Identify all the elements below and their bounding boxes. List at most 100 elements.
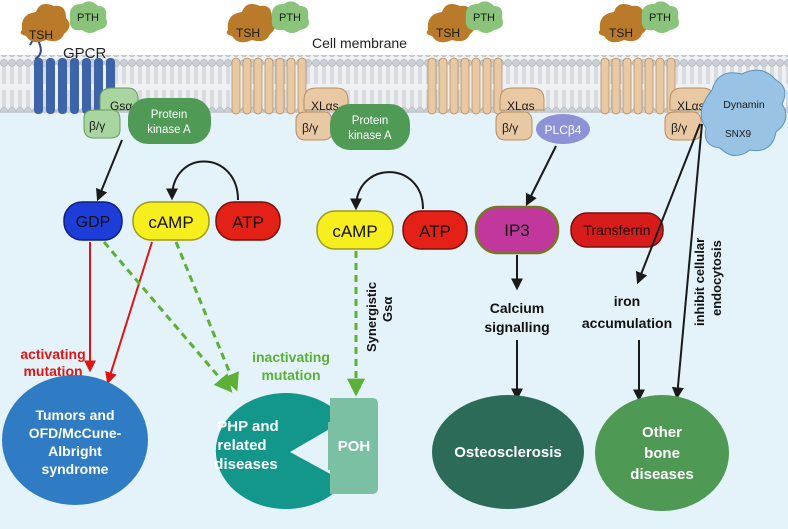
arrow-plc-to-ip3 (525, 145, 557, 207)
tumors-label-line2: OFD/McCune- (29, 425, 122, 441)
arrow-gs-to-gdp (96, 139, 123, 202)
arrow-gdp-to-php (102, 241, 233, 393)
gdp-node (63, 201, 123, 241)
beta-gamma-subunit-3 (495, 111, 533, 141)
pth-ligand-3 (465, 1, 503, 33)
pth-ligand-1 (69, 1, 107, 33)
tsh-label-4: TSH (609, 26, 633, 40)
synergistic-label: Synergistic Gsα (364, 282, 395, 352)
gs-alpha-subunit (99, 87, 139, 111)
inhibit-label-line1: inhibit cellular (692, 238, 707, 326)
beta-gamma-label-2: β/γ (302, 121, 318, 135)
protein-kinase-a-1 (128, 98, 211, 144)
calcium-label-line2: signalling (484, 319, 549, 335)
atp-node-1 (215, 201, 281, 241)
xl-alpha-s-label-4: XLαs (677, 99, 705, 113)
plc-beta4-label: PLCβ4 (545, 123, 582, 137)
pth-ligand-2 (271, 1, 309, 33)
pka-2-line2: kinase A (348, 130, 392, 142)
osteosclerosis-outcome-node (432, 395, 584, 509)
gpcr-label: GPCR (63, 45, 107, 62)
beta-gamma-label-3: β/γ (502, 121, 518, 135)
iron-label-line1: iron (614, 293, 640, 309)
arrow-camp-to-tumors (105, 241, 153, 385)
xl-alpha-s-label-2: XLαs (311, 99, 339, 113)
tsh-ligand-4 (598, 4, 648, 43)
ip3-node (474, 205, 560, 255)
xl-alpha-s-subunit-3 (499, 87, 545, 111)
iron-label-line2: accumulation (582, 315, 672, 331)
pth-label-2: PTH (279, 12, 301, 24)
gpcr-receptor-4 (600, 57, 676, 115)
other-bone-label-line2: bone (644, 445, 680, 462)
synergistic-label-line1: Synergistic (364, 282, 379, 352)
inhibit-label-line2: endocytosis (709, 240, 724, 316)
arrow-atp-to-camp-1 (166, 160, 239, 201)
activating-label-line2: mutation (23, 363, 82, 379)
snx9-label: SNX9 (725, 129, 752, 140)
tumors-label-line1: Tumors and (35, 407, 114, 423)
php-label-line3: diseases (214, 456, 277, 473)
transferrin-label: Transferrin (583, 222, 650, 238)
atp-node-2 (402, 210, 468, 250)
arrow-xlas-to-other-bone (671, 123, 703, 400)
tsh-ligand-1 (20, 4, 70, 43)
beta-gamma-label-1: β/γ (89, 119, 105, 133)
synergistic-label-line2: Gsα (380, 297, 395, 322)
beta-gamma-subunit-1 (83, 109, 121, 139)
tsh-label-2: TSH (236, 26, 260, 40)
pth-ligand-4 (641, 1, 679, 33)
calcium-label-line1: Calcium (490, 300, 544, 316)
tumors-label-line4: syndrome (42, 461, 109, 477)
php-label-line2: related (217, 437, 266, 454)
poh-outcome-node (328, 398, 378, 494)
ip3-label: IP3 (504, 221, 530, 240)
membrane-label: Cell membrane (312, 35, 407, 51)
transferrin-node (570, 212, 664, 248)
inactivating-label-line2: mutation (261, 367, 320, 383)
tsh-label-1: TSH (29, 28, 53, 42)
arrow-camp-to-php (174, 241, 239, 392)
camp-label-1: cAMP (148, 213, 193, 232)
gpcr-receptor-2 (231, 57, 307, 115)
xl-alpha-s-label-3: XLαs (507, 99, 535, 113)
plc-beta4 (536, 114, 590, 144)
atp-label-2: ATP (419, 222, 451, 241)
tumors-outcome-node (2, 375, 148, 505)
arrow-xlas-to-iron (635, 123, 701, 285)
pka-2-line1: Protein (352, 115, 388, 127)
osteosclerosis-label: Osteosclerosis (454, 444, 562, 461)
pth-label-4: PTH (649, 12, 671, 24)
protein-kinase-a-2 (330, 104, 410, 150)
dynamin-snx9-complex (700, 69, 787, 156)
beta-gamma-label-4: β/γ (671, 121, 687, 135)
arrow-atp-to-camp-2 (350, 171, 424, 211)
dynamin-label: Dynamin (723, 99, 765, 111)
pka-1-line2: kinase A (147, 124, 191, 136)
gs-alpha-label: Gsα (110, 99, 132, 113)
other-bone-diseases-outcome-node (595, 395, 729, 511)
activating-label-line1: activating (20, 346, 85, 362)
pka-1-line1: Protein (151, 109, 187, 121)
gdp-label: GDP (76, 214, 111, 231)
php-label-line1: PHP and (217, 418, 278, 435)
xl-alpha-s-subunit-2 (303, 87, 349, 111)
camp-label-2: cAMP (332, 222, 377, 241)
php-outcome-node (215, 393, 345, 509)
camp-node-2 (316, 210, 394, 250)
tsh-label-3: TSH (436, 26, 460, 40)
poh-label: POH (338, 438, 371, 455)
inactivating-label-line1: inactivating (252, 349, 330, 365)
other-bone-label-line3: diseases (630, 466, 693, 483)
tumors-label-line3: Albright (48, 443, 102, 459)
other-bone-label-line1: Other (642, 424, 682, 441)
inhibit-endocytosis-label: inhibit cellular endocytosis (692, 238, 724, 326)
camp-node-1 (132, 201, 210, 241)
pth-label-1: PTH (77, 12, 99, 24)
tsh-ligand-2 (226, 4, 276, 43)
gpcr-receptor-3 (427, 57, 503, 115)
tsh-ligand-3 (426, 4, 476, 43)
atp-label-1: ATP (232, 213, 264, 232)
pth-label-3: PTH (473, 12, 495, 24)
